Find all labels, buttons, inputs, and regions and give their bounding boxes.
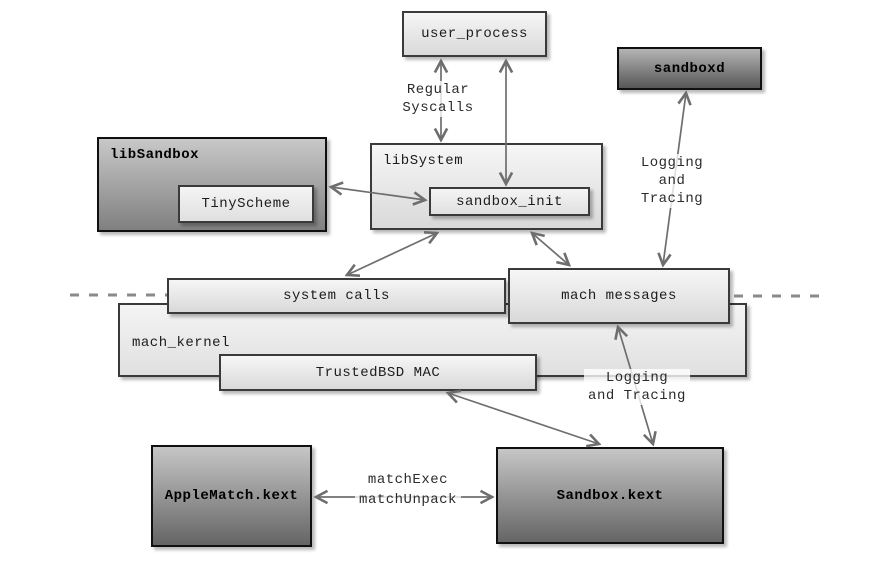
mach-messages-label: mach messages bbox=[561, 288, 677, 304]
tinyscheme-label: TinyScheme bbox=[201, 196, 291, 212]
edge-trustedbsd-sandbox-kext bbox=[448, 393, 599, 444]
system-calls-label: system calls bbox=[283, 288, 390, 304]
box-user-process: user_process bbox=[402, 11, 547, 57]
box-applematch-kext: AppleMatch.kext bbox=[151, 445, 312, 547]
box-sandbox-init: sandbox_init bbox=[429, 187, 590, 216]
logging-tracing-upper-label: Logging and Tracing bbox=[636, 154, 708, 208]
trustedbsd-mac-label: TrustedBSD MAC bbox=[315, 364, 441, 381]
mach-kernel-label: mach_kernel bbox=[132, 335, 230, 351]
libsandbox-label: libSandbox bbox=[110, 147, 200, 163]
sandbox-kext-label: Sandbox.kext bbox=[556, 487, 664, 504]
box-sandbox-kext: Sandbox.kext bbox=[496, 447, 724, 544]
regular-syscalls-label: Regular Syscalls bbox=[398, 81, 478, 117]
logging-tracing-lower-label: Logging and Tracing bbox=[584, 369, 690, 405]
user-process-label: user_process bbox=[421, 26, 528, 42]
box-mach-messages: mach messages bbox=[508, 268, 730, 324]
match-calls-label: matchExec matchUnpack bbox=[355, 470, 461, 510]
edge-libsystem-system-calls bbox=[347, 233, 437, 275]
box-trustedbsd-mac: TrustedBSD MAC bbox=[219, 354, 537, 391]
libsystem-label: libSystem bbox=[383, 153, 464, 169]
box-system-calls: system calls bbox=[167, 278, 506, 314]
sandboxd-label: sandboxd bbox=[653, 60, 726, 77]
applematch-kext-label: AppleMatch.kext bbox=[164, 488, 299, 504]
box-sandboxd: sandboxd bbox=[617, 47, 762, 90]
sandbox-init-label: sandbox_init bbox=[456, 193, 563, 210]
edge-libsystem-mach-messages bbox=[532, 233, 569, 265]
box-tinyscheme: TinyScheme bbox=[178, 185, 314, 223]
